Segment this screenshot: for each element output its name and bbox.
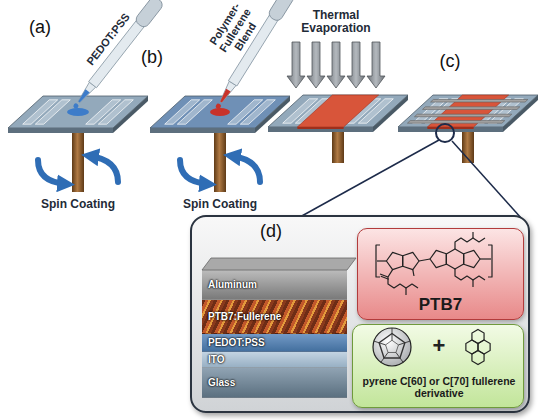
layer-band: ITO	[202, 352, 347, 368]
material-name: PTB7	[358, 295, 523, 315]
step-label: Spin Coating	[170, 198, 270, 211]
panel-label: (c)	[432, 52, 468, 72]
spin-arrow	[38, 156, 260, 184]
zoom-leader	[300, 124, 522, 219]
plus-sign: +	[429, 333, 449, 359]
step-label: Spin Coating	[28, 198, 128, 211]
layer-band: Glass	[202, 368, 347, 398]
stack-top-face	[202, 258, 356, 270]
evaporation-arrow	[287, 42, 385, 88]
panel-label: (d)	[260, 221, 282, 242]
layer-band: PTB7:Fullerene	[202, 300, 347, 334]
polymer-box: PTB7	[357, 228, 524, 320]
layer-band: PEDOT:PSS	[202, 334, 347, 352]
layer-name: PTB7:Fullerene	[208, 311, 281, 322]
active-film	[297, 95, 378, 129]
layer-name: ITO	[208, 354, 224, 365]
layer-band: Aluminum	[202, 270, 347, 300]
acceptor-box: + pyrene C[60] or C[70] fullerene derivat…	[352, 324, 524, 408]
substrate	[398, 95, 538, 132]
pyrene-symbol	[466, 330, 490, 365]
material-name: pyrene C[60] or C[70] fullerene derivati…	[357, 375, 521, 399]
layer-name: Glass	[208, 377, 235, 388]
layer-name: PEDOT:PSS	[208, 337, 265, 348]
panel-label: (b)	[134, 48, 170, 68]
substrate	[268, 95, 408, 132]
aluminum-electrode	[407, 99, 527, 123]
layer-name: Aluminum	[208, 279, 257, 290]
solution-label: PEDOT:PSS	[78, 3, 138, 75]
panel-label: (a)	[22, 18, 58, 38]
zoom-panel: (d) AluminumPTB7:FullerenePEDOT:PSS ITO Gla…	[190, 215, 530, 413]
pedot-drop	[67, 108, 89, 116]
ptb7-structure	[376, 232, 492, 295]
fullerene-symbol	[373, 328, 411, 366]
solution-label: Polymer-Fullerene Blend	[202, 0, 268, 68]
process-label: Thermal Evaporation	[286, 9, 386, 35]
blend-drop	[210, 108, 230, 116]
